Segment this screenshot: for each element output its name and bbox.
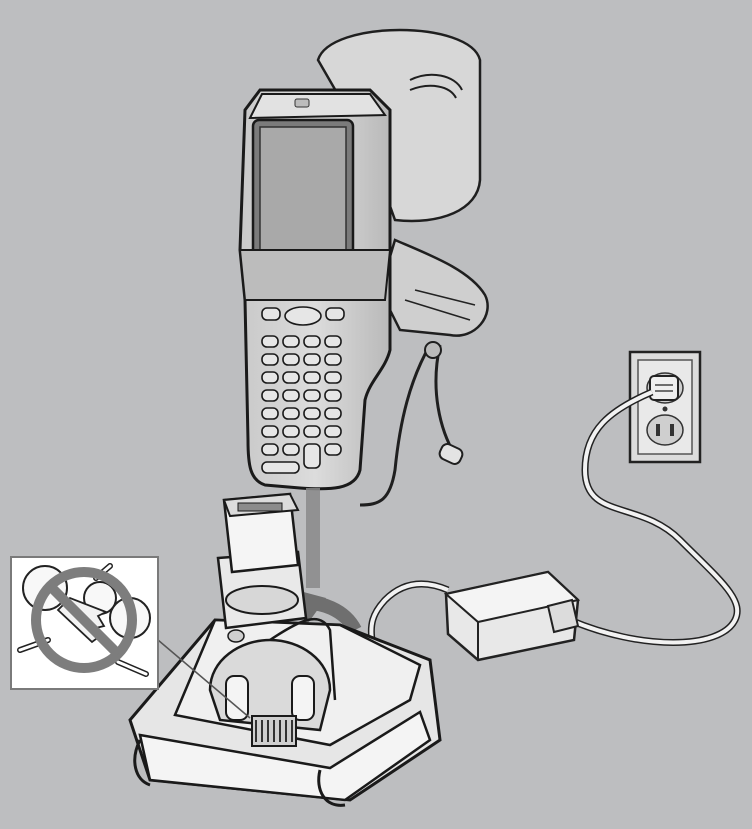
no-metal-objects-icon <box>11 557 158 689</box>
wall-outlet <box>630 352 700 462</box>
cradle-connector <box>252 716 296 746</box>
